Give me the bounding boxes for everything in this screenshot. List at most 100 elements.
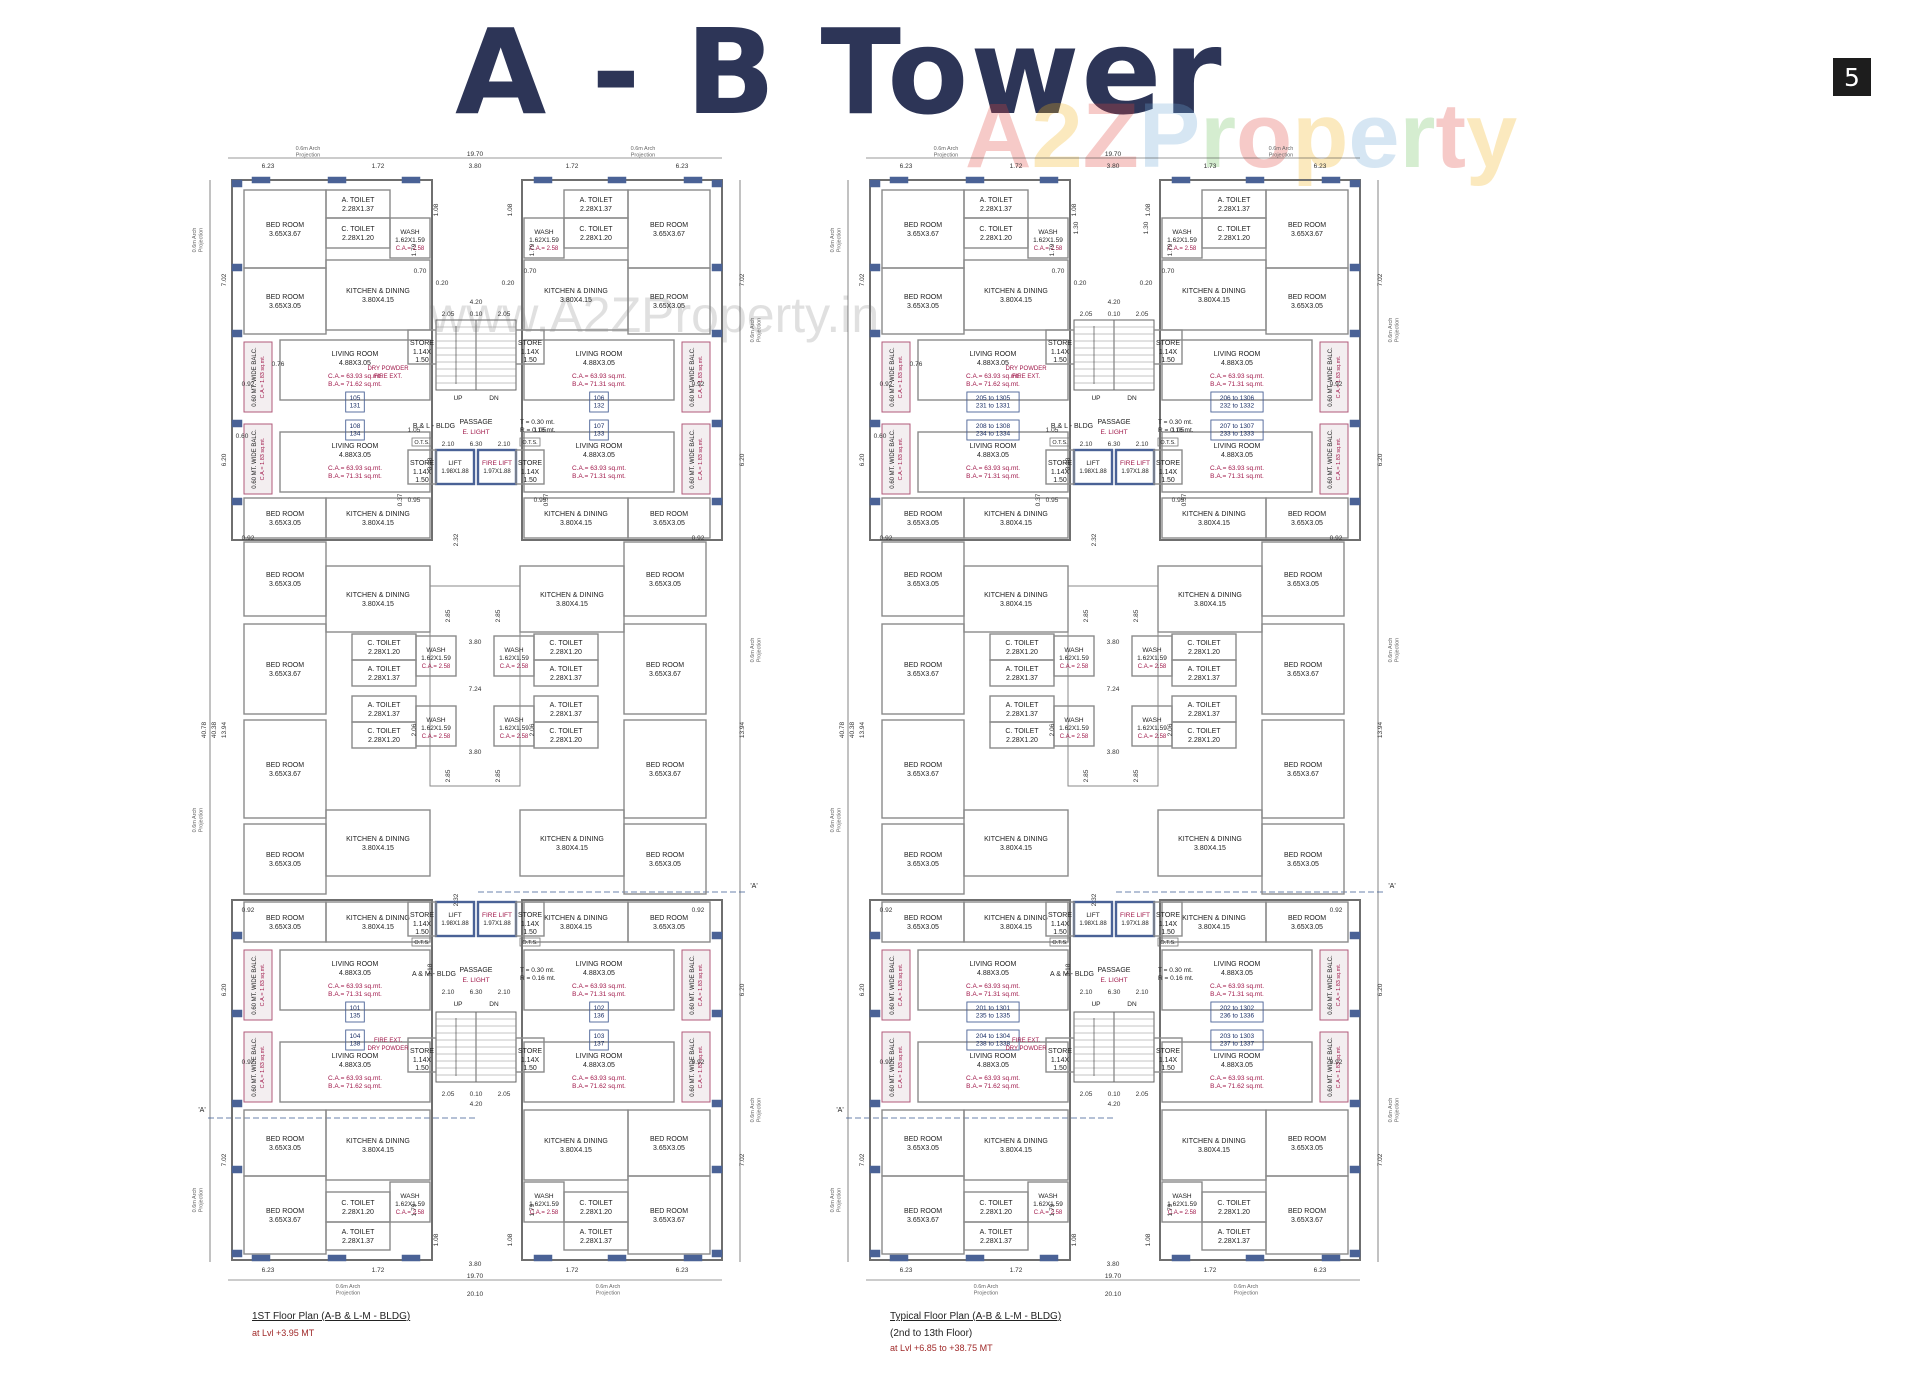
plan-0-wing-tl-living-a-ba: B.A.= 71.62 sq.mt. <box>328 381 382 388</box>
plan-0-wing-tl-bedroom-a <box>243 189 327 269</box>
plan-1-middle-c-toilet-l2 <box>989 721 1055 749</box>
plan-1-title: 1ST Floor Plan (A-B & L-M - BLDG) <box>252 1311 411 1322</box>
plan-0-core-top-store-b-label: STORE <box>518 340 542 347</box>
plan-1-wing-br-column-0 <box>1349 1249 1361 1258</box>
plan-0-dim-bot-w-r: 6.23 <box>676 1267 689 1274</box>
plan-1-wing-tr-a-toilet <box>1201 189 1267 219</box>
plan-0-wing-br-living-b <box>523 1041 675 1103</box>
plan-0-core-top-dim-stair-h-a: 2.05 <box>442 311 455 318</box>
plan-1-dim-c2-a: 0.70 <box>1052 268 1065 275</box>
plan-0-wing-tl-kitchen-b-dim: 3.80X4.15 <box>362 520 394 527</box>
plan-1-dim-c4-a: 1.05 <box>1046 427 1059 434</box>
plan-1-middle-dim-c6-b: 2.85 <box>1133 609 1140 622</box>
plan-0-middle-dim-corr: 7.24 <box>469 686 482 693</box>
plan-0-wing-bl-column-4 <box>231 931 243 940</box>
plan-caption-2: Typical Floor Plan (A-B & L-M - BLDG) (2… <box>890 1311 1061 1353</box>
plan-1-wing-tr-living-b-unit-box <box>1210 419 1264 441</box>
plan-0-wing-tr-living-a-unit-box <box>589 391 609 413</box>
plan-1-dim-c3-b: 0.92 <box>1330 381 1343 388</box>
plan-1-arch-left-c: 0.6m ArchProjection <box>830 1188 843 1213</box>
plan-1-wing-tr-column-4 <box>1349 497 1361 506</box>
plan-0-wing-tr-bedroom-b <box>627 267 711 335</box>
plan-1-dim-c14-a: 0.37 <box>1035 493 1042 506</box>
plan-1-wing-br-kitchen-label: KITCHEN & DINING <box>1182 1138 1246 1145</box>
plan-0-arch-right-a: 0.6m ArchProjection <box>750 318 763 343</box>
plan-1-wing-bl-kitchen <box>963 1109 1069 1181</box>
plan-1-arch-left-b: 0.6m ArchProjection <box>830 808 843 833</box>
plan-1-middle-wash-l-area: C.A.= 2.58 <box>1060 664 1089 670</box>
plan-0-dim-c5-b: 0.95 <box>534 497 547 504</box>
plan-0-mid-bed-r3-dim: 3.65X3.67 <box>649 771 681 778</box>
plan-1-wing-tr-a-toilet-dim: 2.28X1.37 <box>1218 206 1250 213</box>
plan-1-wing-tr-living-b-ca: C.A.= 63.93 sq.mt. <box>1210 465 1264 472</box>
plan-1-mid-kitchen-l1-dim: 3.80X4.15 <box>1000 601 1032 608</box>
plan-1-core-bottom-ots-b <box>1157 937 1179 947</box>
plan-0-wing-tl-edge-column-0 <box>251 176 271 184</box>
plan-1-core-bottom-fire-lift-label: FIRE LIFT <box>1120 912 1150 919</box>
plan-0-mid-kitchen-r2-dim: 3.80X4.15 <box>556 845 588 852</box>
plan-0-dim-c3-g: 0.92 <box>242 1059 255 1066</box>
plan-1-wing-br-edge-column-0 <box>1321 1254 1341 1262</box>
plan-0-dim-total-c-r: 13.94 <box>739 721 746 738</box>
plan-1-wing-tl-bedroom-b-label: BED ROOM <box>904 294 942 301</box>
plan-0-dim-overall-bot: 19.70 <box>467 1273 484 1280</box>
plan-0-wing-tl-kitchen-label: KITCHEN & DINING <box>346 288 410 295</box>
plan-1-wing-bl-living-b-unit-box <box>966 1029 1020 1051</box>
plan-0-dim-c3-f: 0.92 <box>692 907 705 914</box>
plan-1-wing-bl-wash-area: C.A.= 2.58 <box>1034 1210 1063 1216</box>
plan-0-wing-bl-balcony-a <box>243 949 273 1021</box>
plan-1-wing-br-edge-column-1 <box>1245 1254 1265 1262</box>
plan-1-wing-br-a-toilet <box>1201 1221 1267 1251</box>
watermark-part-2: 2 <box>1031 85 1083 187</box>
plan-1-wing-br-c-toilet <box>1201 1191 1267 1223</box>
plan-1-wing-bl-kitchen-b-label: KITCHEN & DINING <box>984 915 1048 922</box>
plan-0-wing-tr-a-toilet-label: A. TOILET <box>580 197 614 204</box>
watermark-part-z: Z <box>1082 85 1139 187</box>
plan-1-core-bottom-fire-ext-label: FIRE EXT. <box>1012 1038 1040 1044</box>
plan-1-wing-tr-living-a <box>1161 339 1313 401</box>
plan-0-mid-bed-l2-dim: 3.65X3.67 <box>269 671 301 678</box>
plan-0-wing-tr-balcony-b-area: C.A.= 1.83 sq.mt. <box>698 437 704 480</box>
plan-0-core-top-e-light-label: E. LIGHT <box>462 429 489 436</box>
plan-0-dim-right-c: 6.20 <box>739 983 746 996</box>
plan-1-dim-c10-a: 2.32 <box>1091 533 1098 546</box>
plan-1-wing-tr-bedroom-b-label: BED ROOM <box>1288 294 1326 301</box>
plan-0-section-a-left: 'A' <box>198 1107 205 1114</box>
plan-0-wing-br-bedroom-c-label: BED ROOM <box>650 915 688 922</box>
plan-0-wing-tr-kitchen-b-label: KITCHEN & DINING <box>544 511 608 518</box>
plan-1-section-a-right: 'A' <box>1388 883 1395 890</box>
plan-0-wing-bl-kitchen <box>325 1109 431 1181</box>
plan-0-core-bottom-tread-label: T = 0.30 mt. <box>520 967 555 974</box>
plan-1-core-bottom-riser-label: R = 0.16 mt. <box>1158 975 1194 982</box>
plan-1-mid-bed-l1 <box>881 541 965 617</box>
plan-0-core-top-lift <box>434 448 476 486</box>
plan-0-wing-bl-living-a-ca: C.A.= 63.93 sq.mt. <box>328 983 382 990</box>
plan-0-dim-c14-a: 0.37 <box>397 493 404 506</box>
plan-0-wing-br-kitchen-b-label: KITCHEN & DINING <box>544 915 608 922</box>
plan-0-wing-bl-bedroom-a-label: BED ROOM <box>266 1208 304 1215</box>
plan-0-wing-tl-bedroom-a-label: BED ROOM <box>266 222 304 229</box>
plan-0-core-top-dim-pass-a: 2.10 <box>442 441 455 448</box>
plan-1-wing-tl-column-2 <box>869 329 881 338</box>
plan-1-wing-tl-balcony-a-area: C.A.= 1.83 sq.mt. <box>898 355 904 398</box>
plan-0-wing-br-edge-column-2 <box>533 1254 553 1262</box>
plan-0-core-bottom-dim-pass-a: 2.10 <box>442 989 455 996</box>
plan-1-wing-tr-column-2 <box>1349 329 1361 338</box>
plan-1-core-top-store-d <box>1153 449 1183 485</box>
plan-0-middle-a-toilet-r-dim: 2.28X1.37 <box>550 675 582 682</box>
plan-1-mid-kitchen-r1-dim: 3.80X4.15 <box>1194 601 1226 608</box>
plan-0-wing-br-balcony-b-label: 0.60 MT. WIDE BALC. <box>690 1037 696 1097</box>
plan-0-wing-tl-living-b-ca: C.A.= 63.93 sq.mt. <box>328 465 382 472</box>
plan-1-dim-total-c: 13.94 <box>859 721 866 738</box>
plan-1-wing-tl-living-a <box>917 339 1069 401</box>
plan-0-core-bottom-fire-lift <box>476 900 518 938</box>
plan-0-dim-right-b: 6.20 <box>739 453 746 466</box>
plan-1-wing-tl-c-toilet <box>963 217 1029 249</box>
plan-0-dim-c11-b: 1.08 <box>507 203 514 216</box>
plan-0-wing-bl-kitchen-b-dim: 3.80X4.15 <box>362 924 394 931</box>
